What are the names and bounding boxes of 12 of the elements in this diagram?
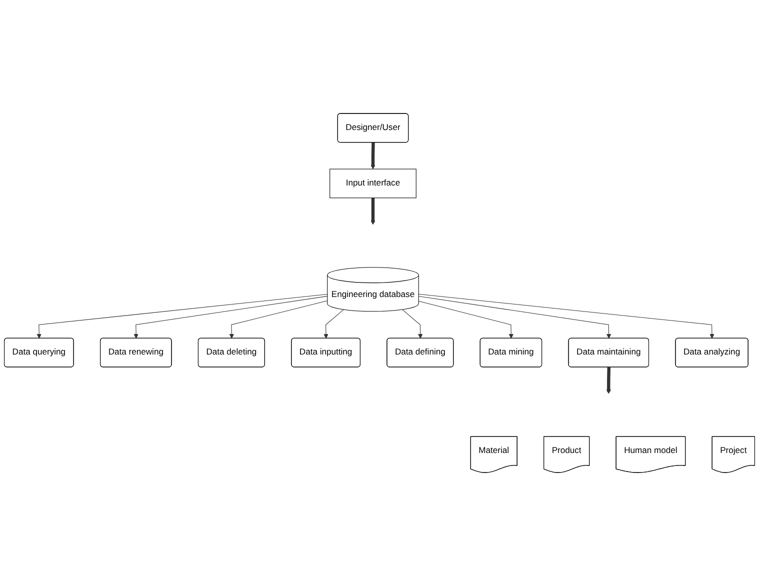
arrow (324, 309, 344, 339)
arrow (36, 294, 328, 339)
arrow (370, 198, 376, 225)
arrow (418, 296, 612, 339)
arrow (418, 300, 514, 339)
arrow (418, 294, 714, 339)
arrow (606, 367, 611, 394)
arrow (370, 142, 376, 170)
node-box: Input interface (330, 168, 416, 198)
arrow (402, 309, 423, 339)
arrow (134, 296, 328, 339)
arrow (229, 300, 328, 339)
